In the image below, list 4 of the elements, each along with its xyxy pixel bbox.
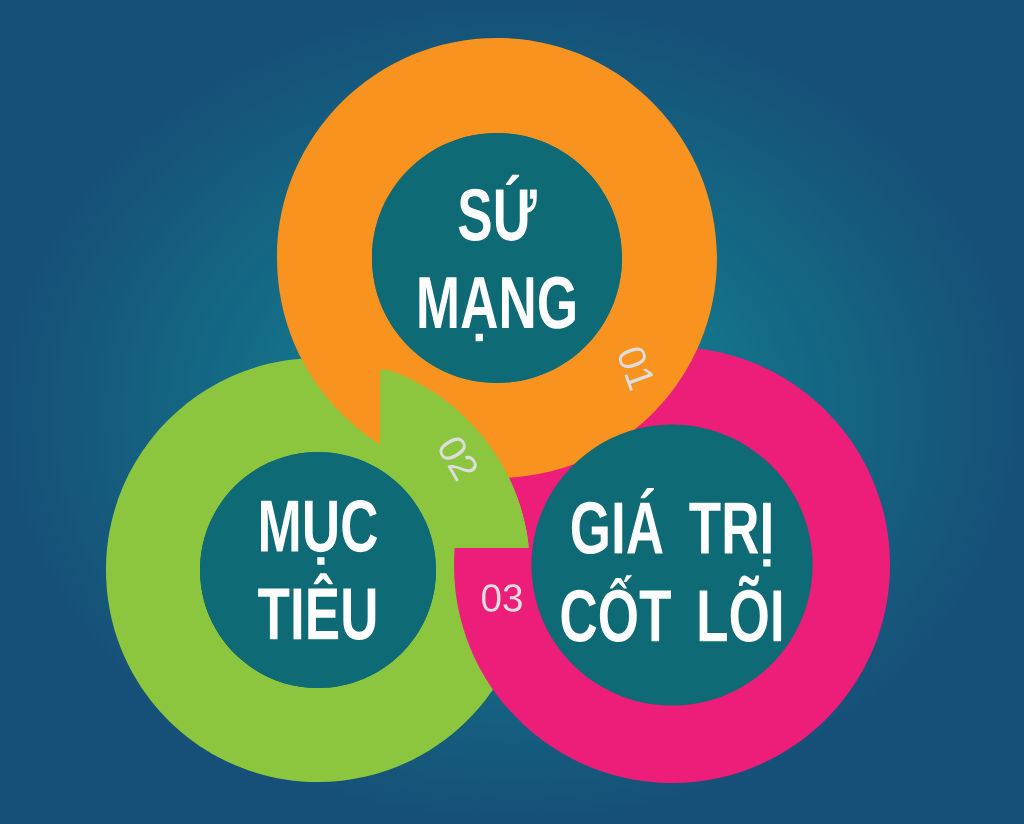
ring-number: 02 — [439, 437, 477, 482]
circle-label: MỤC TIÊU — [200, 452, 436, 688]
circle-label: GIÁ TRỊ CỐT LÕI — [531, 424, 813, 706]
ring-number: 03 — [482, 584, 522, 612]
